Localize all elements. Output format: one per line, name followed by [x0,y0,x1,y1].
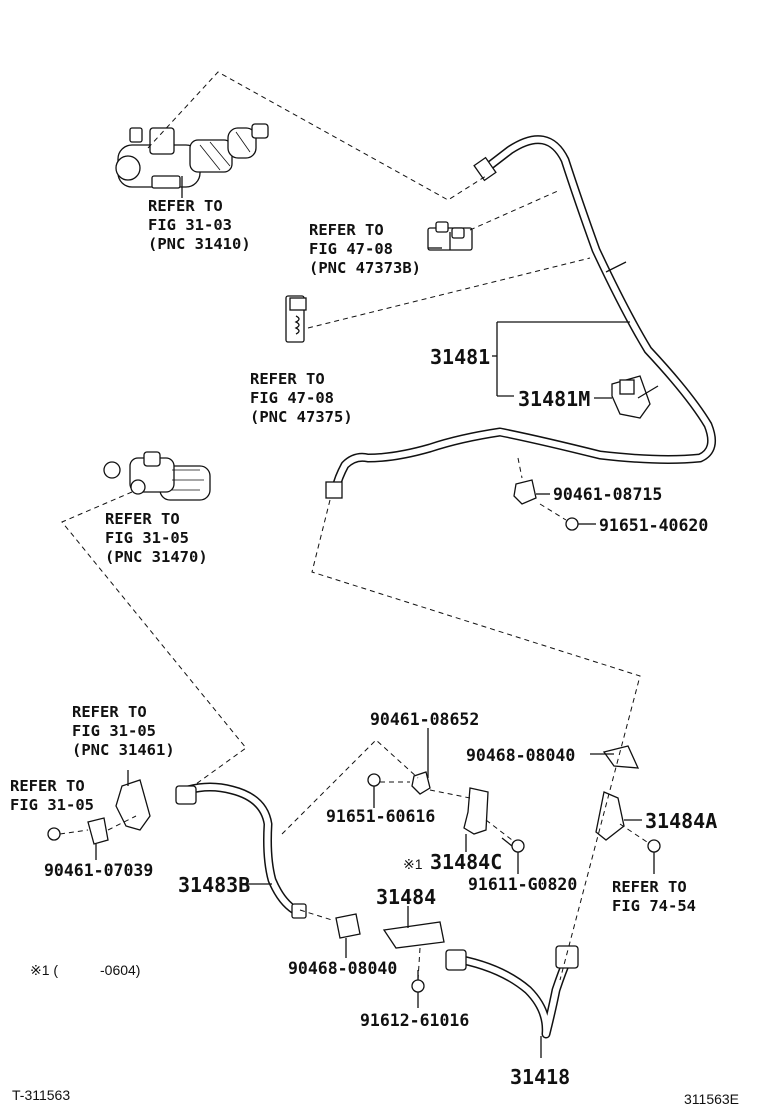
clamp-31481m-illustration [611,375,659,419]
refer-fig: FIG 31-05 [10,796,94,814]
refer-to-fig-31-03: REFER TO FIG 31-03 (PNC 31410) [148,197,251,253]
refer-to-fig-74-54: REFER TO FIG 74-54 [612,878,696,915]
refer-label: REFER TO [10,777,85,795]
part-91612-61016: 91612-61016 [360,1011,469,1030]
part-90461-07039: 90461-07039 [44,861,153,880]
hose-31418 [445,945,579,1058]
part-31481m: 31481M [518,387,590,411]
dashed-reference-lines [59,71,651,981]
part-91611-g0820: 91611-G0820 [468,875,577,894]
part-31484: 31484 [376,885,436,909]
refer-to-fig-31-05-b: REFER TO FIG 31-05 (PNC 31461) [72,703,175,759]
refer-label: REFER TO [105,510,180,528]
part-31481: 31481 [430,345,490,369]
refer-pnc: (PNC 31470) [105,548,208,566]
footnote-mark: ※1 ( [30,962,58,978]
clutch-line-tube-31481 [325,135,717,499]
part-91651-40620: 91651-40620 [599,516,708,535]
refer-fig: FIG 47-08 [250,389,334,407]
footnote-code: -0604) [100,962,140,978]
footer-right-code: 311563E [684,1091,739,1107]
note-mark: ※1 [403,856,423,872]
refer-pnc: (PNC 31410) [148,235,251,253]
refer-label: REFER TO [148,197,223,215]
hardware-parts [47,479,661,993]
hose-31483b [175,782,307,919]
part-31484a: 31484A [645,809,717,833]
part-90461-08715: 90461-08715 [553,485,662,504]
refer-fig: FIG 47-08 [309,240,393,258]
part-31483b: 31483B [178,873,250,897]
part-number-labels: 31481 31481M 90461-08715 91651-40620 904… [44,345,717,1089]
refer-fig: FIG 74-54 [612,897,696,915]
refer-to-fig-31-05-c: REFER TO FIG 31-05 [10,777,94,814]
part-91651-60616: 91651-60616 [326,807,435,826]
footer: T-311563 311563E [12,1087,739,1107]
part-90461-08652: 90461-08652 [370,710,479,729]
refer-pnc: (PNC 47375) [250,408,353,426]
release-cylinder-illustration [103,451,211,501]
refer-fig: FIG 31-05 [105,529,189,547]
clip-47373b-illustration [427,221,473,251]
refer-to-fig-47-08-b: REFER TO FIG 47-08 (PNC 47375) [250,370,353,426]
refer-to-fig-31-05-a: REFER TO FIG 31-05 (PNC 31470) [105,510,208,566]
master-cylinder-illustration [115,123,269,189]
part-90468-08040-upper: 90468-08040 [466,746,575,765]
part-90468-08040-lower: 90468-08040 [288,959,397,978]
refer-pnc: (PNC 31461) [72,741,175,759]
refer-label: REFER TO [250,370,325,388]
footer-left-code: T-311563 [12,1087,70,1103]
part-31418: 31418 [510,1065,570,1089]
clip-47375-illustration [285,295,307,343]
leader-lines [95,176,655,1008]
part-31484c: 31484C [430,850,502,874]
refer-fig: FIG 31-03 [148,216,232,234]
refer-fig: FIG 31-05 [72,722,156,740]
footnote: ※1 ( -0604) [30,962,140,978]
refer-pnc: (PNC 47373B) [309,259,421,277]
refer-label: REFER TO [309,221,384,239]
refer-label: REFER TO [612,878,687,896]
refer-to-fig-47-08-a: REFER TO FIG 47-08 (PNC 47373B) [309,221,421,277]
refer-label: REFER TO [72,703,147,721]
